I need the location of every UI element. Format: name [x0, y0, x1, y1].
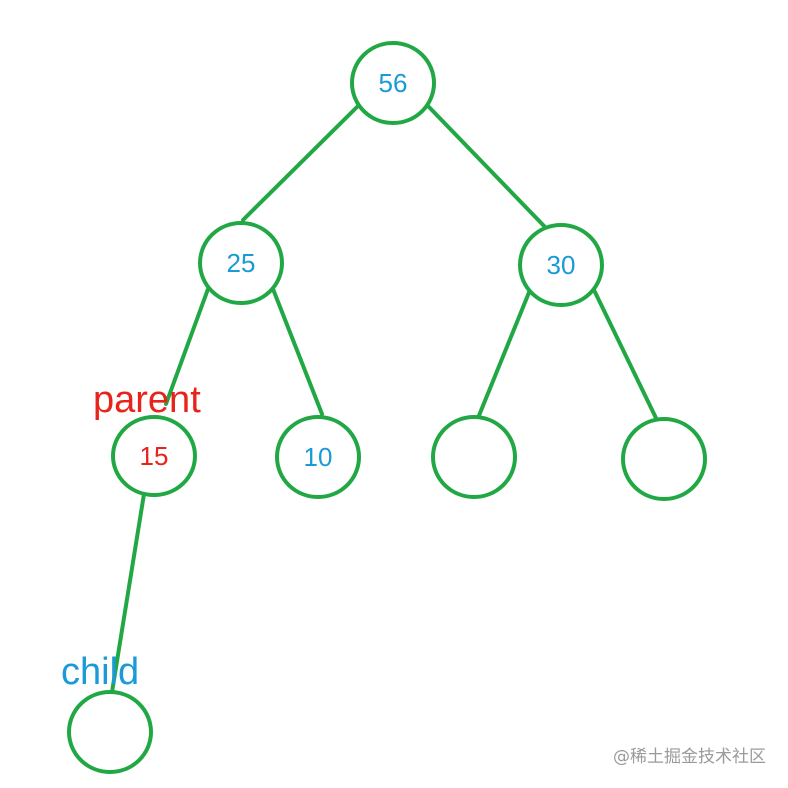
node-circle: [350, 41, 436, 125]
tree-node-n15: 15: [111, 415, 197, 497]
tree-edges: [110, 104, 658, 694]
node-circle: [621, 417, 707, 501]
edge-n25-to-n10: [271, 287, 324, 416]
node-circle: [431, 415, 517, 499]
node-label: 15: [140, 441, 169, 471]
node-label: 10: [304, 442, 333, 472]
tree-node-n10: 10: [275, 415, 361, 499]
node-circle: [518, 223, 604, 307]
tree-node-n30r: [621, 417, 707, 501]
node-circle: [275, 415, 361, 499]
child-annotation: child: [61, 651, 139, 693]
tree-node-nchild: [67, 690, 153, 774]
edge-n56-to-n25: [241, 104, 360, 222]
edge-n30-to-n30r: [592, 288, 658, 420]
watermark-text: @稀土掘金技术社区: [613, 747, 766, 767]
node-circle: [198, 221, 284, 305]
node-label: 30: [547, 250, 576, 280]
tree-node-n25: 25: [198, 221, 284, 305]
node-circle: [111, 415, 197, 497]
edge-n15-to-nchild: [110, 492, 146, 694]
edge-n25-to-n15: [164, 287, 210, 406]
edge-n56-to-n30: [426, 104, 548, 230]
node-label: 25: [227, 248, 256, 278]
tree-node-n30l: [431, 415, 517, 499]
edge-n30-to-n30l: [476, 288, 532, 420]
parent-annotation: parent: [93, 379, 201, 421]
tree-node-n30: 30: [518, 223, 604, 307]
tree-node-n56: 56: [350, 41, 436, 125]
node-circle: [67, 690, 153, 774]
node-label: 56: [379, 68, 408, 98]
tree-nodes: 56 25 30 15 10: [67, 41, 707, 774]
